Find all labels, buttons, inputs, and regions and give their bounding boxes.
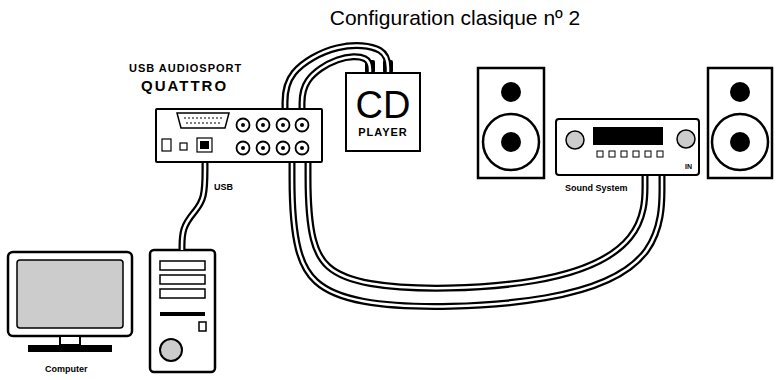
computer-label: Computer (45, 364, 88, 374)
rca-jack-pin (261, 123, 265, 127)
computer-box: Computer (5, 250, 220, 375)
rca-jack (296, 142, 309, 155)
rca-jack (257, 119, 270, 132)
sound-system-label: Sound System (565, 183, 628, 193)
rca-jacks (237, 119, 309, 155)
sound-system-front (566, 127, 695, 157)
cable-label: USB (213, 182, 234, 192)
monitor (8, 252, 132, 352)
cable (292, 163, 662, 306)
cable (308, 163, 645, 288)
cd-label: CD (356, 86, 411, 124)
interface-box: USB AUDIOSPORTQUATTRO (155, 108, 323, 163)
rca-jack (277, 119, 290, 132)
title: Configuration clasique nº 2 (330, 6, 581, 30)
player-label: PLAYER (358, 126, 408, 138)
interface-panel (162, 113, 229, 152)
rca-jack-pin (281, 123, 285, 127)
speaker (708, 68, 772, 178)
rca-jack (237, 119, 250, 132)
rca-jack-pin (261, 146, 265, 150)
rca-jack-pin (300, 123, 304, 127)
rca-jack-pin (281, 146, 285, 150)
rca-jack (237, 142, 250, 155)
computer-tower (150, 250, 215, 372)
cable-outline (292, 163, 662, 306)
cable-outline (182, 163, 205, 250)
cable (182, 163, 205, 250)
rca-jack (296, 119, 309, 132)
device-model: QUATTRO (141, 77, 228, 94)
sound-system-box: Sound SystemIN (555, 118, 700, 176)
rca-jack (257, 142, 270, 155)
input-label: IN (685, 163, 692, 170)
cd-player-box: CD PLAYER (345, 72, 421, 152)
device-brand: USB AUDIOSPORT (129, 62, 242, 74)
rca-jack-pin (241, 123, 245, 127)
speaker (478, 68, 544, 178)
rca-jack (277, 142, 290, 155)
rca-jack-pin (241, 146, 245, 150)
rca-jack-pin (300, 146, 304, 150)
cable-core (182, 163, 205, 250)
cable-core (292, 163, 662, 306)
cable-core (308, 163, 645, 288)
cable-outline (308, 163, 645, 288)
